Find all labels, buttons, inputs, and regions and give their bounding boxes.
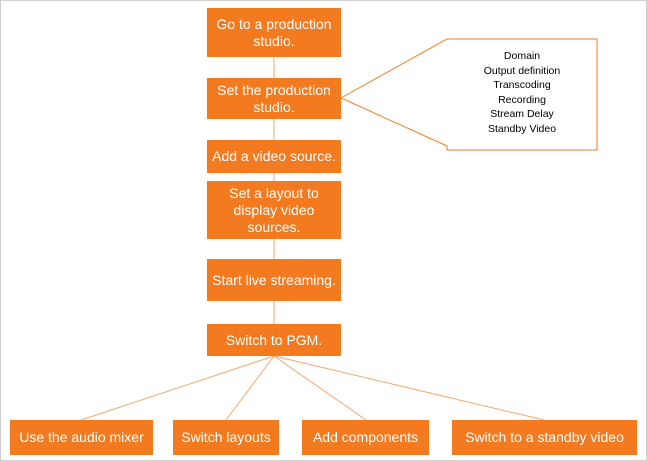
step-switch-pgm: Switch to PGM. [207, 324, 341, 356]
branch-line-switch-layouts [225, 355, 275, 421]
branch-switch-layouts: Switch layouts [173, 420, 279, 455]
callout-item: Transcoding [493, 79, 551, 92]
callout-item: Stream Delay [490, 108, 554, 121]
callout-item: Recording [498, 93, 546, 106]
callout-item: Domain [503, 50, 541, 62]
callout-item: Standby Video [487, 122, 557, 135]
callout-bubble [339, 38, 598, 151]
step-start-streaming: Start live streaming. [207, 259, 341, 301]
branch-line-standby-video [273, 355, 545, 421]
branch-line-add-components [273, 355, 367, 421]
branch-audio-mixer: Use the audio mixer [10, 420, 153, 455]
branch-line-audio-mixer [80, 355, 275, 421]
step-go-to-studio: Go to a production studio. [207, 8, 341, 57]
callout-settings-list: Domain Output definition Transcoding Rec… [447, 49, 597, 137]
step-set-layout: Set a layout to display video sources. [207, 181, 341, 239]
step-add-source: Add a video source. [207, 140, 341, 173]
step-set-studio: Set the production studio. [207, 78, 341, 119]
branch-standby-video: Switch to a standby video [452, 420, 637, 455]
branch-add-components: Add components [302, 420, 429, 455]
callout-item: Output definition [483, 64, 561, 77]
